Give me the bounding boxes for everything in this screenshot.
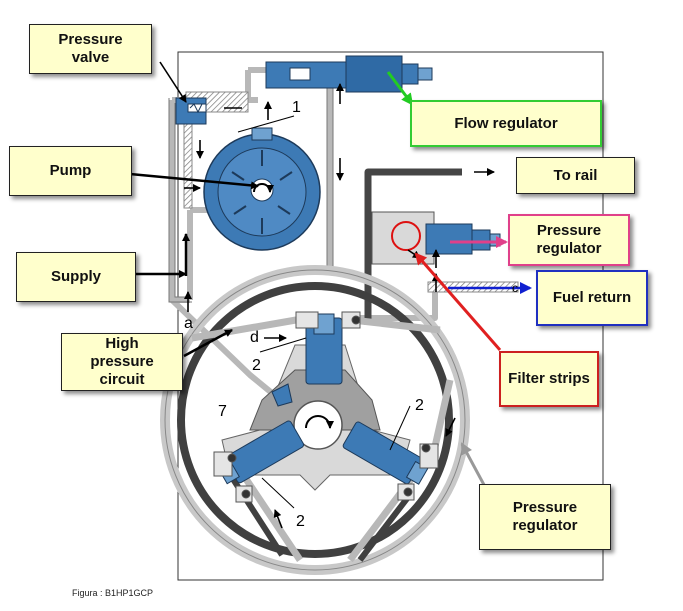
flow-regulator-body (265, 55, 433, 93)
leader-lines (129, 61, 532, 509)
label-flow-regulator: Flow regulator (410, 100, 602, 147)
pipe-outlines (168, 80, 334, 303)
marker-2-right: 2 (415, 397, 424, 414)
label-pump: Pump (9, 146, 132, 196)
low-pressure-pump (203, 127, 321, 251)
label-fuel-return: Fuel return (536, 270, 648, 326)
piston-elements (217, 313, 429, 485)
label-to-rail: To rail (516, 157, 635, 194)
marker-2-left: 2 (296, 513, 305, 530)
label-supply: Supply (16, 252, 136, 302)
pressure-valve-body (175, 97, 207, 125)
label-filter-strips: Filter strips (499, 351, 599, 407)
label-pressure-regulator-top: Pressure regulator (508, 214, 630, 266)
check-valves (213, 311, 439, 503)
inner-dark-ring (177, 282, 453, 558)
markers: 1 2 2 2 7 a d c (184, 99, 518, 530)
marker-c: c (512, 281, 518, 295)
marker-1: 1 (292, 99, 301, 116)
marker-2-top: 2 (252, 357, 261, 374)
marker-d: d (250, 329, 259, 346)
label-pressure-valve: Pressure valve (29, 24, 152, 74)
figure-caption: Figura : B1HP1GCP (72, 588, 154, 598)
filter-strips-highlight (391, 221, 421, 251)
label-high-pressure-circuit: High pressure circuit (61, 333, 183, 391)
marker-7: 7 (218, 403, 227, 420)
supply-channel (183, 117, 193, 209)
outer-ring-edge (164, 269, 466, 571)
label-pressure-regulator-bottom: Pressure regulator (479, 484, 611, 550)
marker-a: a (184, 315, 193, 332)
